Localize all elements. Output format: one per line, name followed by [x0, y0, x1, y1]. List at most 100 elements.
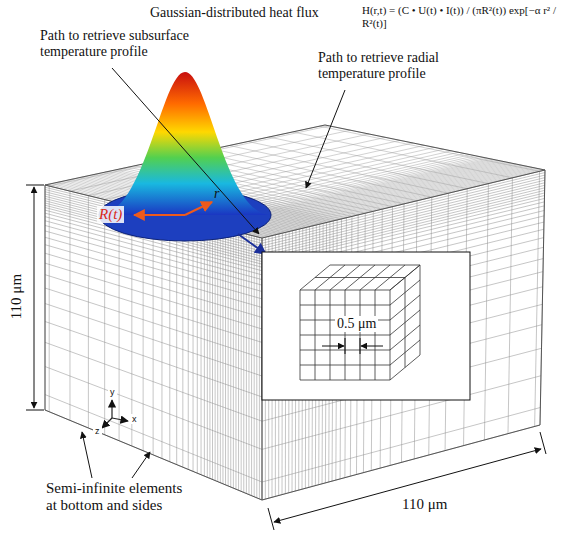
mesh-line: [45, 321, 262, 396]
mesh-line: [209, 225, 210, 478]
mesh-line: [212, 226, 213, 480]
leader-line: [306, 90, 345, 188]
mesh-line: [228, 230, 229, 486]
mesh-line: [188, 220, 189, 469]
mesh-line: [300, 335, 390, 336]
mesh-line: [315, 277, 405, 278]
mesh-line: [213, 149, 432, 197]
zoom-arrow: [238, 234, 266, 254]
mesh-line: [235, 232, 236, 490]
axis-label: x: [130, 414, 139, 424]
radius-label: R(t): [97, 206, 124, 223]
mesh-line: [197, 222, 198, 473]
mesh-line: [484, 184, 488, 440]
mesh-line: [257, 169, 540, 237]
mesh-line: [259, 237, 260, 499]
height-dimension: [26, 185, 44, 410]
mesh-inset: [262, 252, 470, 400]
mesh-line: [215, 227, 216, 481]
mesh-line: [231, 164, 514, 231]
mesh-line: [251, 235, 252, 495]
mesh-line: [420, 265, 421, 355]
mesh-line: [49, 186, 50, 412]
dimension-label: 110 μm: [402, 496, 447, 513]
mesh-line: [104, 200, 105, 435]
r-arrow: [185, 202, 212, 215]
mesh-line: [405, 278, 406, 368]
mesh-line: [248, 142, 467, 189]
axis-label: z: [93, 426, 102, 436]
mesh-line: [390, 290, 391, 380]
mesh-line: [45, 263, 262, 329]
mesh-line: [300, 380, 390, 381]
mesh-line: [45, 395, 262, 482]
gaussian-bell: [99, 72, 271, 215]
mesh-line: [236, 165, 519, 232]
mesh-line: [88, 196, 89, 428]
mesh-line: [45, 342, 262, 421]
width-dimension: [268, 432, 546, 530]
radius-arrow: [134, 214, 185, 216]
mesh-line: [256, 237, 257, 498]
mesh-line: [375, 290, 376, 380]
mesh-line: [45, 231, 262, 292]
cube-outline: [45, 125, 545, 500]
mesh-line: [229, 145, 448, 193]
mesh-line: [45, 275, 262, 343]
axis-label: y: [108, 387, 117, 397]
mesh-line: [217, 227, 218, 481]
mesh-line: [182, 219, 183, 468]
fe-mesh: [45, 125, 545, 500]
mesh-line: [244, 166, 527, 233]
mesh-line: [269, 137, 488, 184]
mesh-line: [207, 225, 208, 478]
mesh-line: [220, 228, 221, 483]
mesh-line: [45, 253, 262, 317]
mesh-line: [330, 265, 420, 266]
mesh-line: [233, 231, 234, 488]
mesh-line: [204, 224, 205, 476]
mesh-line: [248, 235, 249, 495]
mesh-line: [161, 214, 162, 459]
mesh-line: [360, 290, 361, 380]
mesh-line: [193, 221, 194, 471]
figure-title: Gaussian-distributed heat flux: [150, 5, 319, 21]
path-label: Path to retrieve radial temperature prof…: [318, 50, 488, 82]
mesh-line: [222, 228, 223, 483]
mesh-line: [241, 233, 242, 491]
mesh-line: [238, 232, 239, 490]
mesh-line: [69, 191, 70, 420]
mesh-line: [45, 304, 262, 376]
mesh-line: [262, 408, 540, 483]
mesh-line: [254, 236, 255, 497]
mesh-line: [176, 217, 177, 464]
mesh-line: [153, 211, 154, 454]
mesh-line: [246, 234, 247, 493]
radius-label: r: [214, 186, 219, 202]
mesh-line: [320, 126, 540, 171]
mesh-line: [119, 203, 120, 441]
mesh-line: [225, 229, 226, 485]
flux-equation: H(r,t) = (C • U(t) • I(t)) / (πR²(t)) ex…: [362, 4, 570, 29]
dimension-label: 0.5 μm: [335, 316, 378, 332]
mesh-line: [230, 230, 231, 487]
mesh-line: [143, 209, 144, 451]
leader-line: [82, 432, 92, 478]
mesh-line: [45, 245, 262, 308]
mesh-line: [535, 171, 540, 426]
leader-line: [132, 452, 150, 478]
leader-line: [112, 68, 259, 234]
mesh-line: [131, 206, 132, 446]
axis-triad: [102, 400, 128, 428]
mesh-line: [45, 237, 262, 299]
path-label: Path to retrieve subsurface temperature …: [40, 28, 245, 60]
mesh-line: [169, 215, 170, 461]
mesh-line: [45, 288, 262, 358]
mesh-line: [243, 234, 244, 493]
mesh-line: [508, 178, 512, 434]
mesh-line: [201, 223, 202, 475]
mesh-line: [300, 365, 390, 366]
note-label: Semi-infinite elements at bottom and sid…: [46, 480, 196, 515]
